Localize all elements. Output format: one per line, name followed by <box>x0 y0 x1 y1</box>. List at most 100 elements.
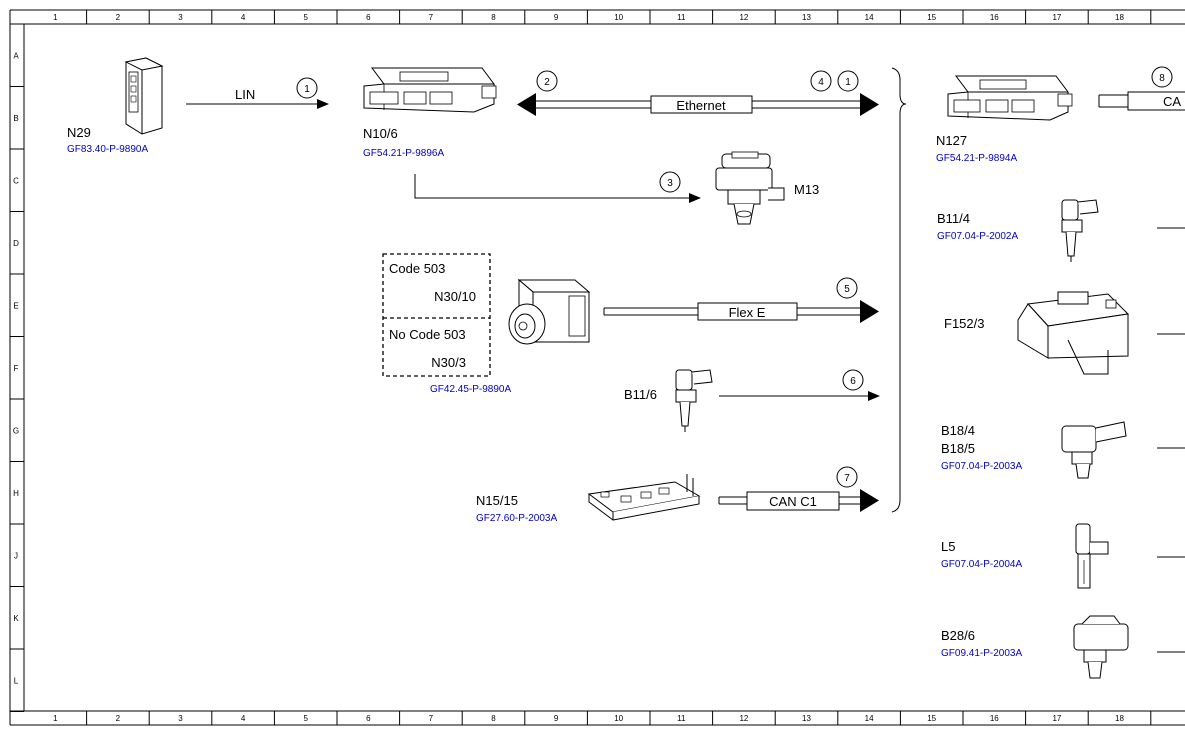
svg-text:8: 8 <box>1159 73 1165 84</box>
code-503-label: Code 503 <box>389 261 445 276</box>
callout-1-ethernet: 1 <box>837 70 859 92</box>
callout-1-lin: 1 <box>296 77 318 99</box>
column-number: 1 <box>53 13 58 22</box>
l5-reference-link[interactable]: GF07.04-P-2004A <box>941 559 1022 570</box>
n15-15-board-icon <box>587 474 701 521</box>
ethernet-connection-line <box>517 93 879 116</box>
column-number: 7 <box>429 13 434 22</box>
flex-e-connection-line <box>603 300 879 323</box>
row-letter: A <box>13 51 19 60</box>
column-number: 5 <box>303 13 308 22</box>
row-letter: F <box>14 364 19 373</box>
callout-5-flex-e: 5 <box>836 277 858 299</box>
b28-6-reference-link[interactable]: GF09.41-P-2003A <box>941 648 1022 659</box>
svg-text:5: 5 <box>844 284 850 295</box>
column-number: 4 <box>241 13 246 22</box>
callout-4-ethernet: 4 <box>810 70 832 92</box>
n30-variant-box <box>382 253 491 377</box>
row-letter: K <box>13 614 19 623</box>
column-number: 18 <box>1115 13 1124 22</box>
column-number: 7 <box>429 714 434 723</box>
callout-7-can-c1: 7 <box>836 466 858 488</box>
column-number: 1 <box>53 714 58 723</box>
drawing-frame <box>9 9 1185 726</box>
n127-reference-link[interactable]: GF54.21-P-9894A <box>936 153 1017 164</box>
row-letter: G <box>13 426 19 435</box>
n29-label: N29 <box>67 125 91 140</box>
row-letter: J <box>14 551 18 560</box>
column-number: 2 <box>116 13 121 22</box>
n30-reference-link[interactable]: GF42.45-P-9890A <box>430 384 511 395</box>
b11-4-label: B11/4 <box>937 211 970 226</box>
column-number: 16 <box>990 714 999 723</box>
column-number: 17 <box>1052 714 1061 723</box>
callout-2-ethernet: 2 <box>536 70 558 92</box>
n30-10-label: N30/10 <box>434 289 476 304</box>
n10-6-reference-link[interactable]: GF54.21-P-9896A <box>363 148 444 159</box>
column-number: 11 <box>677 13 686 22</box>
n10-6-label: N10/6 <box>363 126 398 141</box>
row-letter: B <box>13 114 18 123</box>
n30-3-label: N30/3 <box>431 355 466 370</box>
b18-4-label: B18/4 <box>941 423 975 438</box>
svg-text:2: 2 <box>544 77 550 88</box>
callout-6-b11-6: 6 <box>842 369 864 391</box>
m13-label: M13 <box>794 182 819 197</box>
column-number: 6 <box>366 13 371 22</box>
column-number: 14 <box>865 13 874 22</box>
b11-6-label: B11/6 <box>624 387 657 402</box>
column-number: 13 <box>802 714 811 723</box>
column-number: 12 <box>739 714 748 723</box>
column-number: 13 <box>802 13 811 22</box>
column-number: 5 <box>303 714 308 723</box>
b11-6-sensor-icon <box>675 369 713 432</box>
grouping-brace <box>891 67 907 513</box>
n127-label: N127 <box>936 133 967 148</box>
f152-3-fuse-box-icon <box>1017 291 1130 375</box>
column-number: 14 <box>865 714 874 723</box>
row-ruler-left: A B C D E F G H J K L <box>10 51 24 712</box>
n127-control-unit-icon <box>947 75 1073 121</box>
column-number: 3 <box>178 714 183 723</box>
column-number: 6 <box>366 714 371 723</box>
b11-4-reference-link[interactable]: GF07.04-P-2002A <box>937 231 1018 242</box>
column-number: 11 <box>677 714 686 723</box>
n29-reference-link[interactable]: GF83.40-P-9890A <box>67 144 148 155</box>
flex-e-label: Flex E <box>729 305 766 320</box>
n29-component-icon <box>124 57 164 135</box>
m13-pump-icon <box>715 151 785 225</box>
callout-8-can: 8 <box>1151 66 1173 88</box>
b11-4-sensor-icon <box>1061 199 1099 262</box>
can-right-label: CA <box>1163 94 1181 109</box>
column-number: 8 <box>491 714 496 723</box>
l5-sensor-icon <box>1075 523 1109 589</box>
column-number: 3 <box>178 13 183 22</box>
row-letter: E <box>13 301 18 310</box>
column-number: 9 <box>554 13 559 22</box>
b18-reference-link[interactable]: GF07.04-P-2003A <box>941 461 1022 472</box>
svg-text:7: 7 <box>844 473 850 484</box>
n15-15-label: N15/15 <box>476 493 518 508</box>
ethernet-label: Ethernet <box>676 98 726 113</box>
column-number: 15 <box>927 714 936 723</box>
column-number: 10 <box>614 13 623 22</box>
svg-text:6: 6 <box>850 376 856 387</box>
can-c1-label: CAN C1 <box>769 494 817 509</box>
row-letter: H <box>13 489 19 498</box>
b18-sensor-icon <box>1061 421 1127 479</box>
column-number: 12 <box>739 13 748 22</box>
can-right-connection <box>1098 91 1185 111</box>
row-letter: C <box>13 176 19 185</box>
row-letter: D <box>13 239 19 248</box>
column-number: 2 <box>116 714 121 723</box>
lin-label: LIN <box>235 87 255 102</box>
n10-6-control-unit-icon <box>363 67 497 113</box>
svg-text:4: 4 <box>818 77 824 88</box>
column-number: 4 <box>241 714 246 723</box>
l5-label: L5 <box>941 539 955 554</box>
column-number: 16 <box>990 13 999 22</box>
n15-15-reference-link[interactable]: GF27.60-P-2003A <box>476 513 557 524</box>
no-code-503-label: No Code 503 <box>389 327 466 342</box>
row-letter: L <box>14 676 19 685</box>
